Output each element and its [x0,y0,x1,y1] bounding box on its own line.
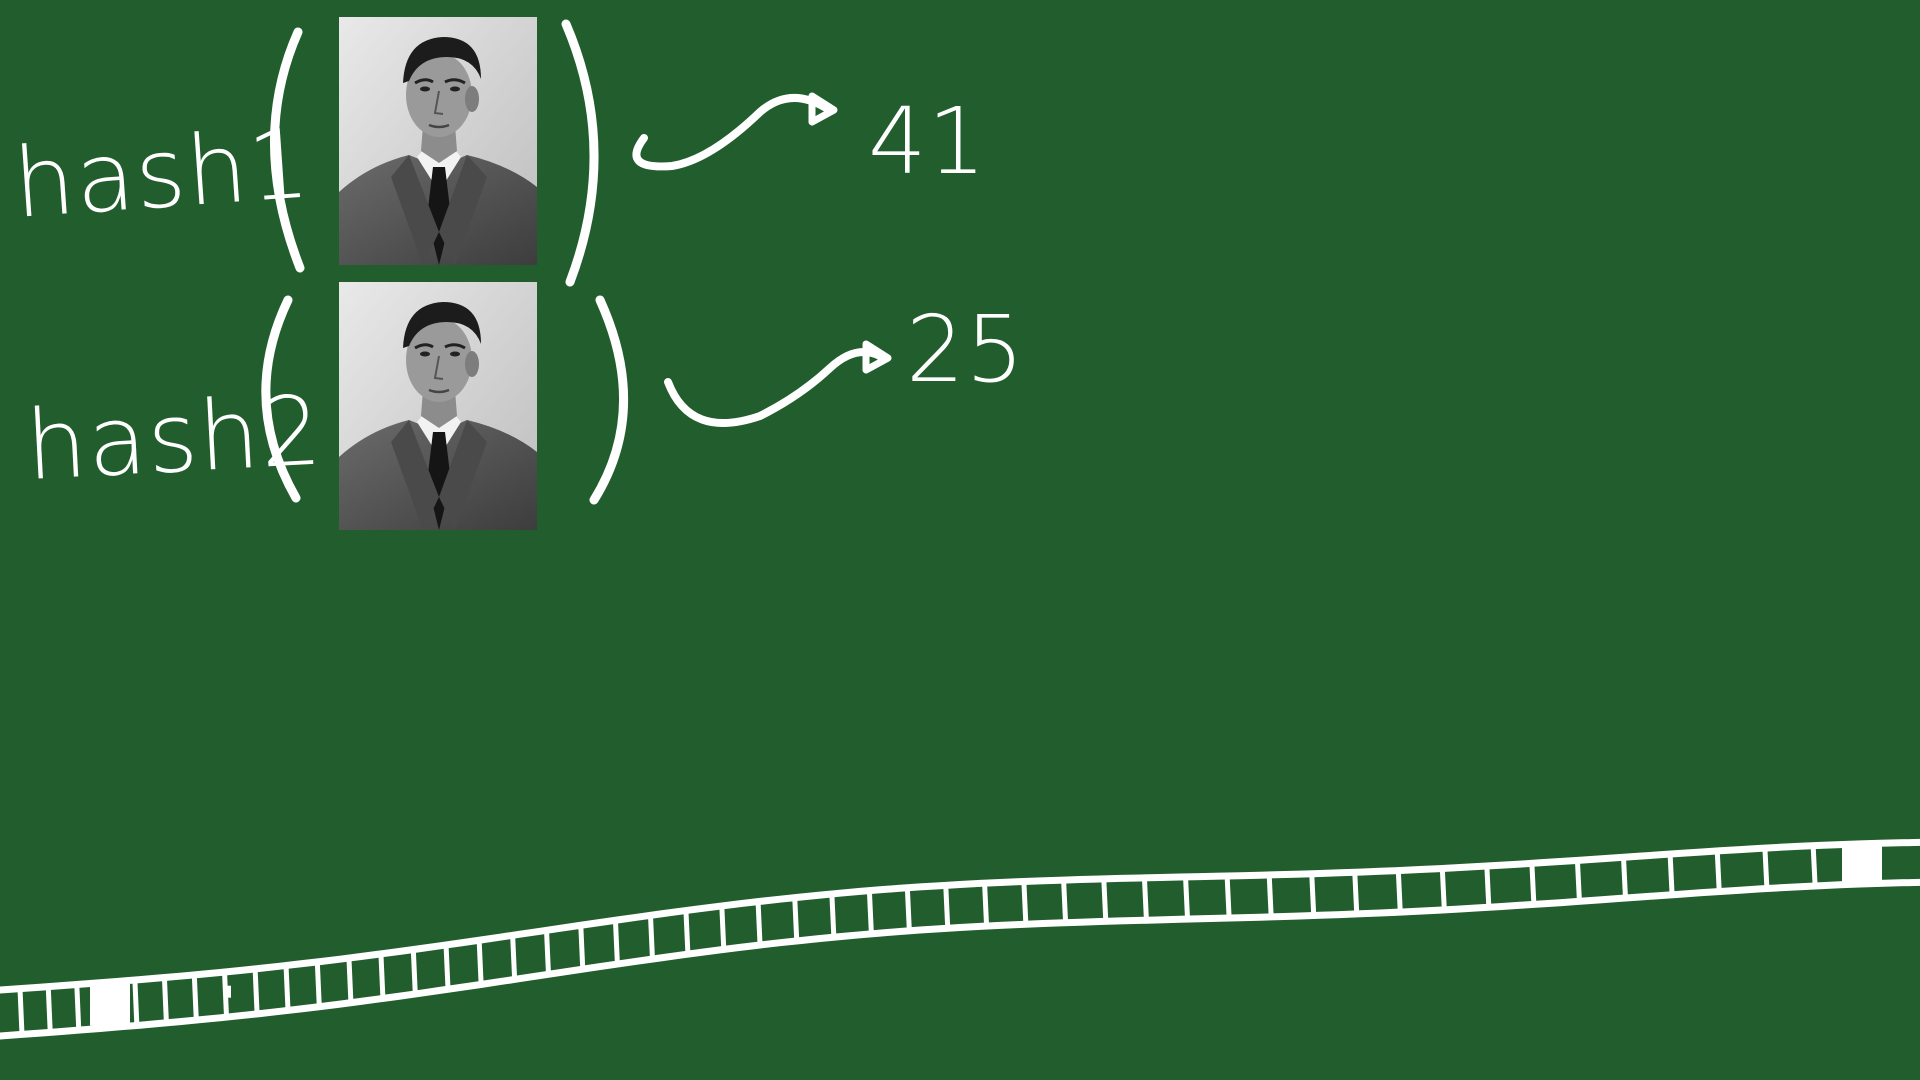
array-slot-divider [17,986,25,1037]
array-filled-slot [90,984,130,1026]
array-slot-divider [410,947,418,997]
portrait-photo-2 [339,282,537,530]
arrow-2 [664,348,884,427]
array-slot-divider [866,888,874,937]
array-slot-divider [252,966,260,1017]
array-slot-divider [443,942,451,993]
array-slot-divider [1762,845,1770,892]
array-slot-divider [612,917,620,967]
array-slot-divider [1061,877,1069,926]
array-slot-divider [1352,869,1360,917]
array-slot-divider [1101,876,1109,924]
array-slot-divider [1266,872,1274,920]
array-slot-divider [982,880,990,929]
array-slot-divider [1529,860,1537,907]
array-slot-divider [1439,866,1447,913]
array-slot-divider [510,932,518,983]
array-slot-divider [378,951,386,1002]
arrowhead-2-icon [862,340,892,374]
hash1-output-value: 41 [868,88,988,195]
array-slot-divider [829,891,837,940]
hash2-output-value: 25 [906,296,1026,403]
array-slot-divider [943,882,951,931]
close-paren-1 [561,19,599,287]
array-slot-divider [792,895,800,944]
array-slot-divider [283,963,291,1014]
arrow-1 [632,93,830,171]
array-slot-divider [1667,851,1675,898]
array-slot-divider [544,927,552,978]
array-slot-divider [1224,873,1232,921]
array-slot-divider [719,903,727,953]
array-slot-divider [647,912,655,962]
array-slot-divider [191,972,199,1023]
array-slot-divider [1574,857,1582,904]
array-slot-divider [161,975,169,1026]
array-slot-divider [314,959,322,1010]
array-slot-divider [346,955,354,1006]
array-slot-divider [683,908,691,957]
array-slot-divider [45,984,53,1035]
arrowhead-1-icon [808,92,838,126]
hash-table-array-icon [0,838,1920,1040]
array-slot-divider [1183,874,1191,922]
array-slot-divider [1810,843,1818,889]
array-slot-divider [1620,854,1628,901]
array-slot-divider [476,937,484,988]
array-slot-divider [1141,875,1149,923]
array-slot-divider [1714,848,1722,895]
array-slot-divider [1484,863,1492,910]
array-top-rail [0,838,1920,994]
array-filled-slot [1842,845,1882,882]
array-slot-divider [74,982,82,1033]
array-filled-slot [225,985,231,998]
portrait-photo-1 [339,17,537,265]
array-slot-divider [1395,868,1403,915]
array-slot-divider [1309,871,1317,919]
close-paren-2 [589,295,629,505]
array-slot-divider [904,885,912,934]
array-slot-divider [578,922,586,972]
array-slot-divider [1021,879,1029,927]
open-paren-1 [270,27,305,273]
open-paren-2 [261,295,301,503]
array-slot-divider [132,977,140,1029]
array-slot-divider [755,899,763,948]
